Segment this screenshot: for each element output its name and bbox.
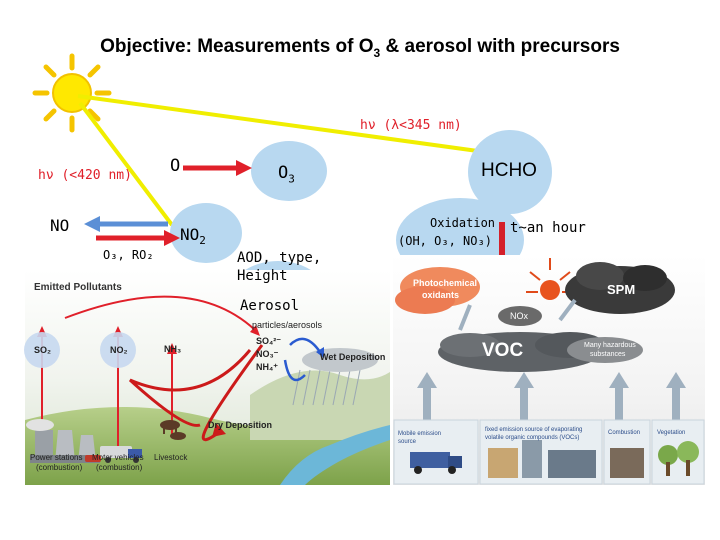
hv-345-label: hν (λ<345 nm) [360,118,462,133]
combustion-label: Combustion [608,430,641,436]
hazardous-label-2: substances [590,351,626,358]
time-label: t~an hour [510,220,586,236]
motor-combustion-label: (combustion) [96,463,143,472]
o3-label: O3 [278,163,295,185]
so2-panel-label: SO₂ [34,345,52,355]
aod-label-line2: Height [237,268,288,284]
no3-label: NO₃⁻ [256,349,279,359]
emitted-pollutants-label: Emitted Pollutants [34,282,122,293]
hcho-label: HCHO [481,160,537,181]
power-combustion-label: (combustion) [36,463,83,472]
nh3-panel-label: NH₃ [164,344,182,354]
oxidants-label: (OH, O₃, NO₃) [398,234,492,248]
o-to-o3-arrow [183,160,252,176]
title-rest: & aerosol with precursors [380,36,620,57]
no2-to-no-arrow [84,216,168,232]
oxidation-label: Oxidation [430,216,496,230]
title-main: Objective: Measurements of O [100,36,374,57]
no2-text: NO [180,225,200,244]
sun-ray-to-hcho [77,94,486,154]
title-subscript: 3 [373,45,381,60]
aod-label-line1: AOD, type, [237,250,322,266]
no-to-no2-arrow [96,230,180,246]
left-emission-panel [24,270,390,485]
spm-label: SPM [607,282,636,297]
mobile-source-label-2: source [398,439,417,445]
hazardous-label-1: Many hazardous [584,342,636,349]
dry-deposition-arrow [128,349,252,427]
nox-label: NOx [510,311,528,321]
fixed-source-label-1: fixed emission source of evaporating [485,427,583,433]
photochemical-label-2: oxidants [422,290,460,300]
wet-deposition-label: Wet Deposition [320,352,386,362]
no2-label: NO2 [180,225,206,247]
no2-bubble [170,203,242,263]
o3-text: O [278,163,289,183]
no2-panel-label: NO₂ [110,345,128,355]
sun-icon [32,53,112,133]
o3-ro2-label: O₃, RO₂ [103,248,154,262]
voc-label: VOC [482,340,524,361]
nh4-label: NH₄⁺ [256,362,279,372]
o3-subscript: 3 [288,172,295,186]
o3-bubble [251,141,327,201]
aerosol-label: Aerosol [240,298,300,314]
fixed-source-label-2: volatile organic compounds (VOCs) [485,435,580,441]
sun-ray-to-no2 [78,101,174,227]
motor-vehicles-label: Motor vehicles [92,453,144,462]
no-label: NO [50,216,70,235]
o-atom-label: O [170,156,181,176]
so4-label: SO₄²⁻ [256,336,282,346]
vegetation-label: Vegetation [657,430,686,436]
power-stations-label: Power stations [30,453,83,462]
hv-420-label: hν (<420 nm) [38,168,132,183]
dry-deposition-label: Dry Deposition [208,420,273,430]
photochemical-label-1: Photochemical [413,278,478,288]
particles-label: particles/aerosols [252,320,323,330]
hcho-bubble [468,130,552,214]
page-title: Objective: Measurements of O3 & aerosol … [0,36,720,60]
right-voc-panel [393,255,705,485]
livestock-label: Livestock [154,453,188,462]
mobile-source-label-1: Mobile emission [398,431,442,437]
no2-subscript: 2 [199,234,206,248]
